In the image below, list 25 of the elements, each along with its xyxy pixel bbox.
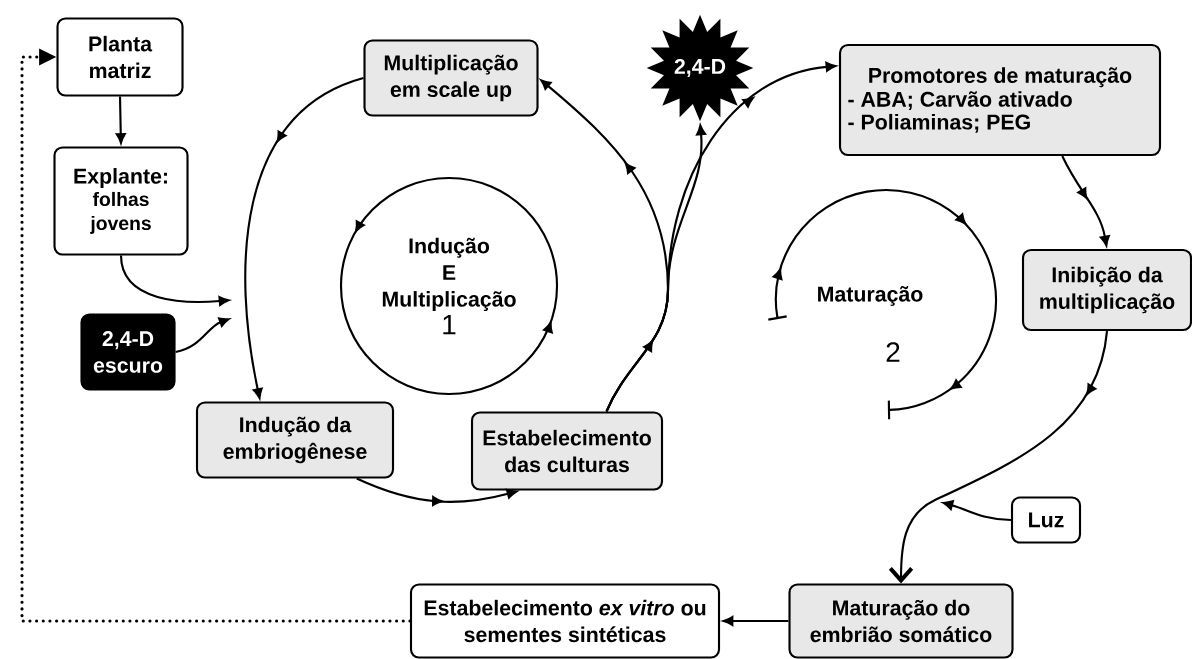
process-box: Indução da embriogênese [195,401,395,479]
arrow [605,61,837,412]
process-box: Explante: folhas jovens [53,146,189,256]
arrow [1061,155,1110,247]
arrow [722,615,789,626]
arrow [244,77,364,399]
process-box: Planta matriz [56,17,184,97]
arrow [356,477,518,506]
cycle-label: Maturação [818,286,923,306]
arrow [175,317,230,354]
arrow [888,330,1109,584]
arrow [115,96,126,144]
process-box: Maturação do embrião somático [788,583,1014,659]
arrow [942,500,1011,522]
cycle-circle: Indução E Multiplicação 1 [339,176,559,396]
process-box: Estabelecimento das culturas [470,411,664,491]
cycle-label: 2 [886,342,900,362]
arrow [119,255,230,307]
process-box: Estabelecimento ex vitro ou sementes sintéticas [409,583,721,659]
process-box: Multiplicação em scale up [363,39,539,117]
process-box: Inibição da multiplicação [1021,248,1192,332]
condition-box: 2,4-D escuro [80,313,176,391]
process-box: Promotores de maturação - ABA; Carvão ativado - Poliaminas; PEG [838,43,1162,157]
arrow [20,48,412,623]
process-box: Luz [1010,496,1082,544]
